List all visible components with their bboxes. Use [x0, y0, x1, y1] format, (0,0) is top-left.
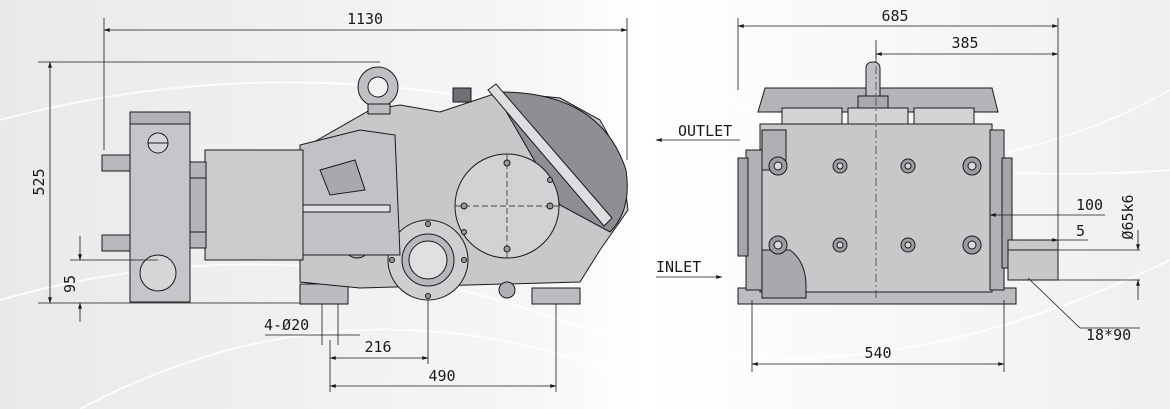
fluid-end-bolt-top — [101, 154, 131, 172]
dim-shaft-diameter: Ø65k6 — [1119, 194, 1137, 239]
diagonal-cover-plate — [487, 83, 613, 227]
base-foot-right — [531, 287, 581, 305]
dim-shaft-length: 100 — [1076, 196, 1103, 214]
dim-bolt-holes: 4-Ø20 — [264, 316, 309, 334]
side-view-dimensions — [38, 18, 628, 392]
end-view — [737, 50, 1059, 305]
crank-cover-circle — [454, 153, 560, 259]
fluid-end-bolt-bottom — [101, 234, 131, 252]
dim-base-width: 540 — [864, 344, 891, 362]
plunger-housing — [204, 149, 304, 261]
dim-base-height: 95 — [61, 275, 79, 293]
base-foot-left — [299, 283, 349, 305]
end-view-bolts — [768, 156, 982, 255]
end-view-dimensions — [655, 18, 1140, 372]
input-shaft — [1007, 239, 1059, 281]
dim-key-size: 18*90 — [1086, 326, 1131, 344]
bottom-plug — [498, 281, 516, 299]
dim-overall-width: 685 — [881, 7, 908, 25]
fluid-end-port-bottom — [139, 254, 177, 292]
dim-bolt-spacing-216: 216 — [364, 338, 391, 356]
breather-cap — [452, 87, 472, 103]
label-outlet: OUTLET — [678, 122, 732, 140]
dim-overall-length: 1130 — [347, 10, 383, 28]
dim-height: 525 — [30, 168, 48, 195]
side-view — [101, 66, 629, 305]
dim-shaft-offset: 5 — [1076, 222, 1085, 240]
dim-bolt-spacing-490: 490 — [428, 367, 455, 385]
inlet-manifold — [761, 249, 807, 299]
label-inlet: INLET — [656, 258, 701, 276]
dim-half-width: 385 — [951, 34, 978, 52]
